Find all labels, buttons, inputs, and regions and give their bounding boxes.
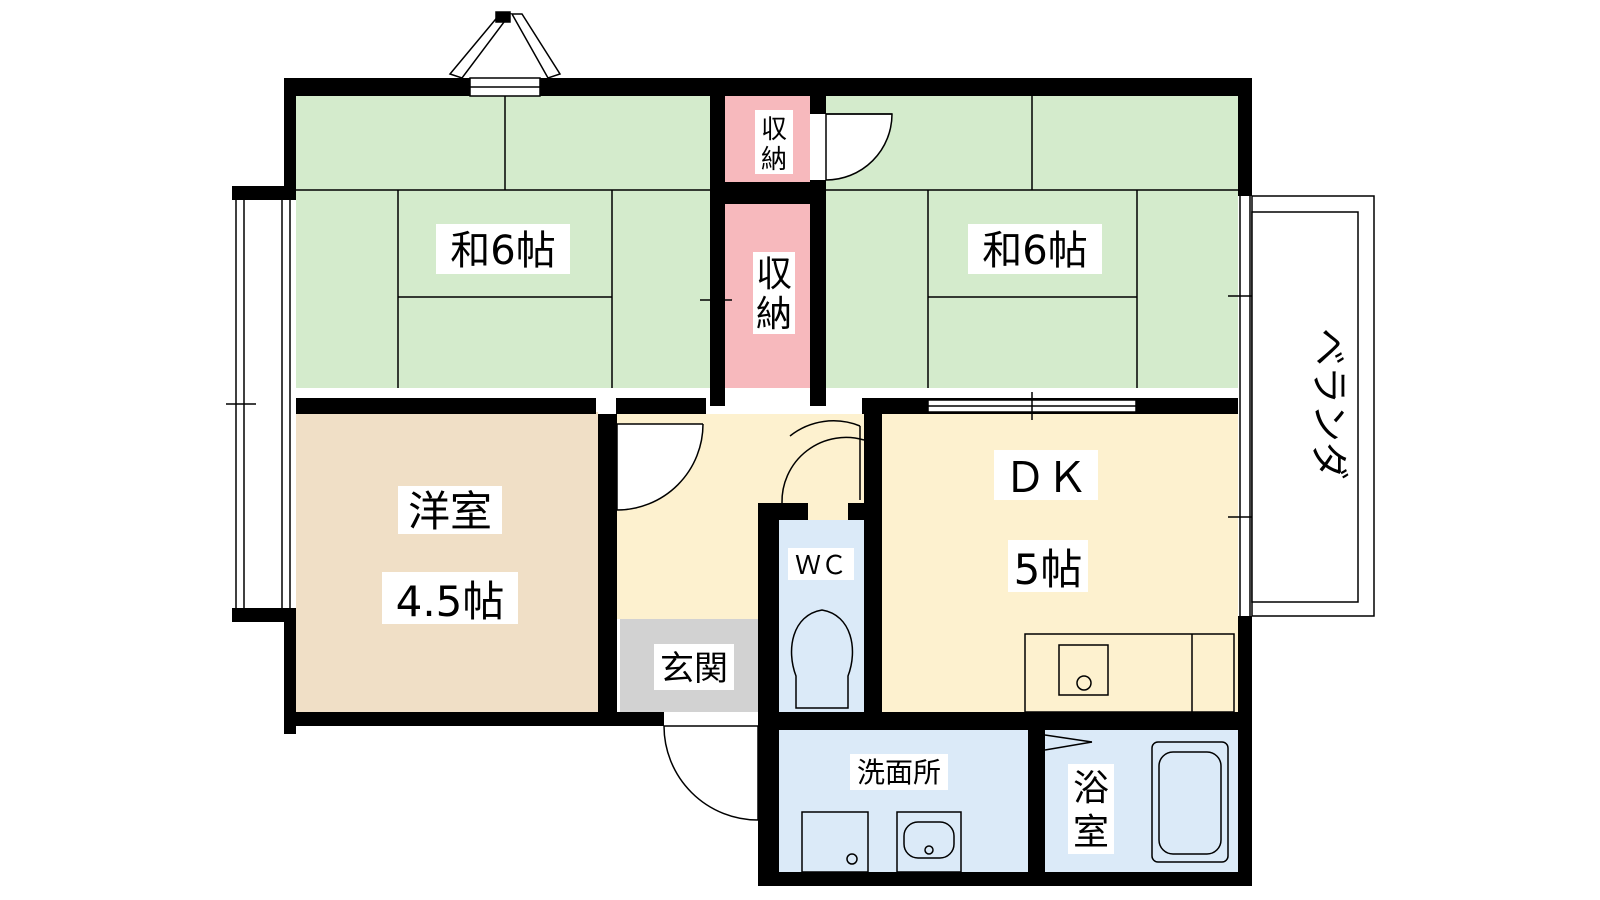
veranda bbox=[1251, 195, 1375, 617]
fixtures bbox=[790, 609, 1235, 873]
washing-machine bbox=[801, 811, 869, 873]
genkan-label: 玄関 bbox=[660, 649, 728, 689]
label-backgrounds bbox=[382, 110, 1114, 854]
veranda-label: ベランダ bbox=[1307, 328, 1351, 480]
youshitsu-size: 4.5帖 bbox=[396, 577, 505, 626]
dk-size: 5帖 bbox=[1014, 545, 1083, 594]
storage-mid-label-2: 納 bbox=[756, 294, 792, 335]
youshitsu-floor bbox=[296, 412, 598, 712]
youshitsu-label: 洋室 bbox=[408, 487, 492, 536]
washitsu-right-label: 和6帖 bbox=[982, 228, 1087, 274]
dk-label: ＤＫ bbox=[1004, 453, 1088, 502]
toilet bbox=[790, 609, 854, 709]
wc-label: ＷＣ bbox=[795, 551, 847, 581]
storage-top-label-1: 収 bbox=[761, 115, 787, 145]
storage-top-label-2: 納 bbox=[761, 145, 787, 175]
bay-window bbox=[448, 11, 562, 79]
tatami-lines-left bbox=[296, 96, 710, 388]
yokushitsu-label-2: 室 bbox=[1073, 812, 1109, 853]
yokushitsu-label-1: 浴 bbox=[1073, 768, 1109, 809]
kitchen-counter bbox=[1024, 633, 1235, 713]
tatami-lines-right bbox=[826, 96, 1238, 388]
windows bbox=[226, 77, 1262, 616]
doors bbox=[616, 113, 1093, 821]
storage-mid-label-1: 収 bbox=[756, 254, 792, 295]
senmenjo-label: 洗面所 bbox=[857, 756, 941, 789]
washitsu-left-label: 和6帖 bbox=[450, 228, 555, 274]
